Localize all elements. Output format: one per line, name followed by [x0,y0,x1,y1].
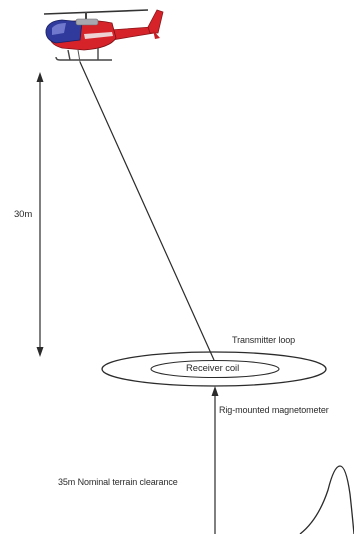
terrain-clearance-label: 35m Nominal terrain clearance [58,477,178,488]
altitude-label: 30m [14,209,32,220]
tow-cable [80,62,214,360]
magnetometer-label: Rig-mounted magnetometer [219,405,329,416]
altitude-arrow [37,72,44,357]
terrain-profile [300,466,354,534]
transmitter-loop-label: Transmitter loop [232,335,295,346]
receiver-coil-label: Receiver coil [186,363,239,374]
helicopter-icon [44,10,163,62]
clearance-arrow [212,386,219,534]
